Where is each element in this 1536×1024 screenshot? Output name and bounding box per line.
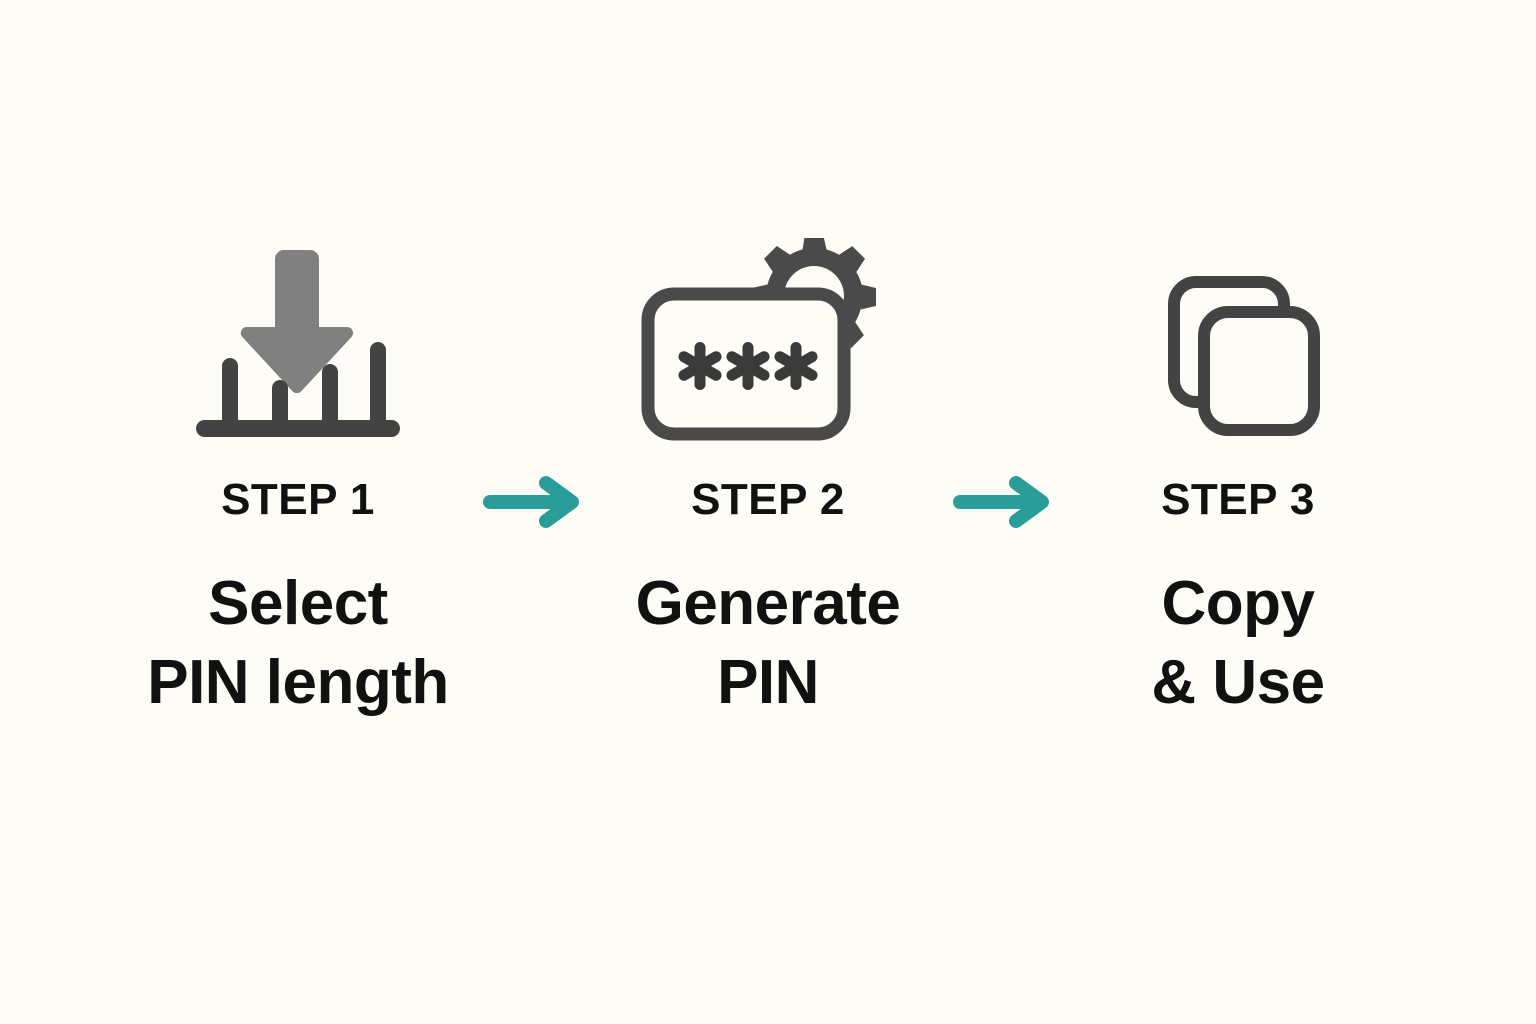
- step-3-title-line-1: Copy: [1161, 569, 1316, 638]
- step-1-title: Select PIN length: [147, 564, 449, 723]
- step-3-icon-box: [1088, 228, 1388, 448]
- step-1-icon-box: [148, 228, 448, 448]
- step-2-title: Generate PIN: [636, 564, 901, 723]
- step-2-title-line-2: PIN: [717, 648, 819, 718]
- connector-2: [933, 228, 1073, 528]
- generate-pin-icon: [641, 238, 876, 441]
- steps-row: STEP 1 Select PIN length: [0, 228, 1536, 723]
- step-3-kicker: STEP 3: [1161, 475, 1315, 524]
- asterisk-glyphs: [678, 342, 818, 390]
- step-1-title-line-1: Select: [208, 569, 388, 638]
- select-length-icon: [196, 250, 400, 437]
- arrow-right-icon: [953, 476, 1049, 528]
- connector-1: [463, 228, 603, 528]
- connector-2-arrow-wrap: [950, 476, 1056, 528]
- step-1-title-line-2: PIN length: [147, 648, 449, 718]
- step-3-title-line-2: & Use: [1151, 648, 1325, 718]
- step-3-title: Copy & Use: [1151, 564, 1325, 723]
- step-2-kicker: STEP 2: [691, 475, 845, 524]
- step-2-icon-box: [618, 228, 918, 448]
- step-2-title-line-1: Generate: [635, 569, 901, 638]
- copy-front-square: [1198, 306, 1320, 436]
- copy-back-square: [1168, 276, 1290, 408]
- step-1-kicker: STEP 1: [221, 475, 375, 524]
- step-column-3: STEP 3 Copy & Use: [1073, 228, 1403, 723]
- arrow-right-icon: [483, 476, 579, 528]
- step-column-1: STEP 1 Select PIN length: [133, 228, 463, 723]
- connector-1-arrow-wrap: [480, 476, 586, 528]
- copy-use-icon: [1168, 276, 1320, 436]
- step-column-2: STEP 2 Generate PIN: [603, 228, 933, 723]
